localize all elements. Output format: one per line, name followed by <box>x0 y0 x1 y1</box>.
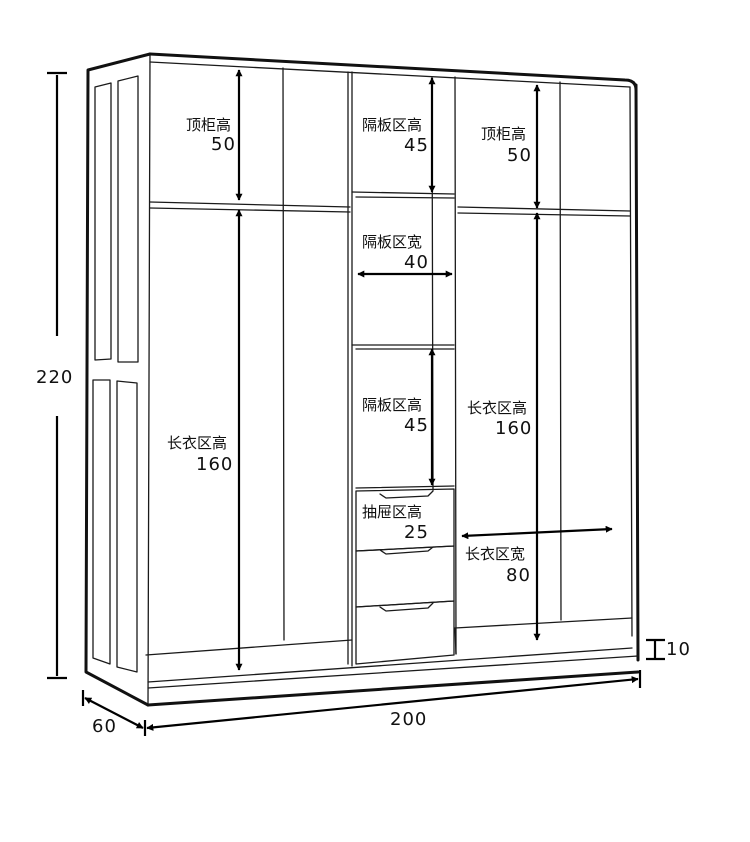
mid-shelf-1 <box>351 191 455 195</box>
side-panel-outline <box>84 52 152 707</box>
left-floor-back <box>145 639 353 656</box>
drawer-value: 25 <box>404 522 429 543</box>
base-height-label: 10 <box>666 639 691 660</box>
top-right-title: 顶柜高 <box>481 125 526 143</box>
side-lower-panel-b <box>116 380 138 673</box>
top-inner-edge <box>149 61 631 88</box>
drawer-3 <box>355 600 455 665</box>
drawer-3-handle <box>379 602 434 612</box>
right-floor-back <box>454 617 633 629</box>
shelf-width-value: 40 <box>404 252 429 273</box>
total-width-label: 200 <box>390 709 427 730</box>
middle-divider <box>454 76 457 655</box>
hang-right-value: 160 <box>495 418 532 439</box>
external-dimensions <box>47 71 665 736</box>
top-right-value: 50 <box>507 145 532 166</box>
right-back-corner <box>559 81 562 621</box>
left-top-shelf-front <box>149 207 351 213</box>
top-edge <box>148 52 638 92</box>
internal-arrows <box>235 69 613 671</box>
side-lower-panel-a <box>92 379 111 665</box>
depth-arrow <box>84 697 144 729</box>
hang-width-value: 80 <box>506 565 531 586</box>
hang-left-value: 160 <box>196 454 233 475</box>
right-hang-width-arrow <box>461 525 613 540</box>
mid-shelf-1-front <box>355 196 455 199</box>
shelf-mid-title: 隔板区高 <box>362 396 422 414</box>
drawer-1-handle <box>379 490 434 499</box>
shelf-mid-value: 45 <box>404 415 429 436</box>
left-back-corner <box>282 67 285 641</box>
left-top-shelf <box>149 201 351 208</box>
hang-width-title: 长衣区宽 <box>465 545 525 563</box>
side-upper-panel-b <box>117 75 139 363</box>
wardrobe-drawing <box>84 52 640 707</box>
shelf-top-value: 45 <box>404 135 429 156</box>
hang-left-title: 长衣区高 <box>167 434 227 452</box>
right-top-shelf <box>457 206 631 212</box>
top-left-value: 50 <box>211 134 236 155</box>
right-inner-edge <box>629 86 633 637</box>
front-left-edge <box>147 53 151 706</box>
drawer-2-handle <box>379 546 434 555</box>
mid-shelf-3 <box>355 485 455 489</box>
drawer-title: 抽屉区高 <box>362 503 422 521</box>
drawer-2 <box>355 545 455 608</box>
shelf-top-title: 隔板区高 <box>362 116 422 134</box>
total-height-label: 220 <box>36 367 73 388</box>
hang-right-title: 长衣区高 <box>467 399 527 417</box>
width-arrow <box>146 676 639 731</box>
labels: 顶柜高 50 隔板区高 45 顶柜高 50 隔板区宽 40 隔板区高 45 抽屉… <box>36 116 691 737</box>
side-upper-panel-a <box>94 82 112 361</box>
right-top-shelf-front <box>457 212 631 217</box>
depth-label: 60 <box>92 716 117 737</box>
shelf-width-title: 隔板区宽 <box>362 233 422 251</box>
right-outer-edge <box>634 83 640 662</box>
top-left-title: 顶柜高 <box>186 116 231 134</box>
